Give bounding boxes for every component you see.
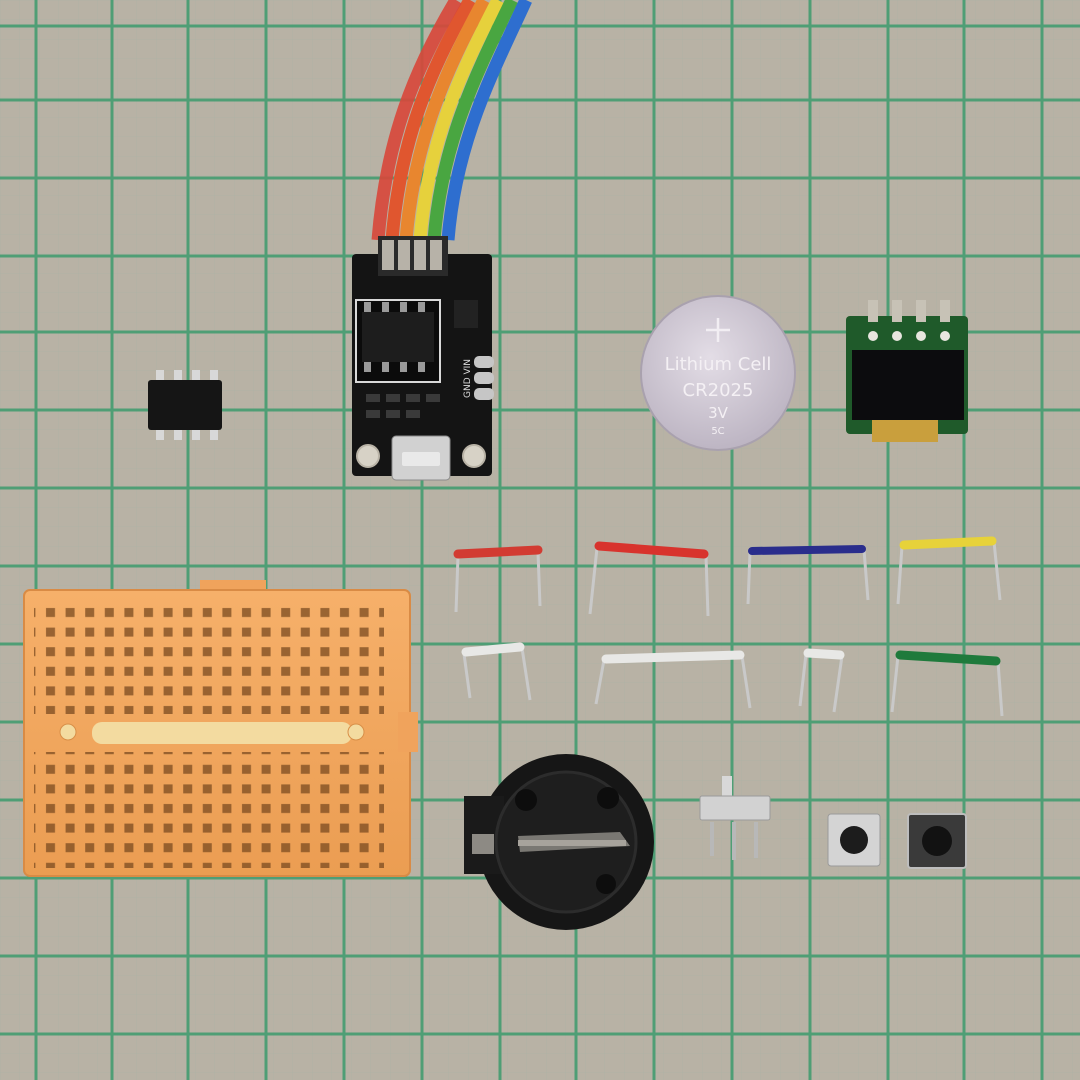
- jumper-wire-set: [453, 536, 1004, 717]
- jumper-wire-blue: [746, 545, 870, 605]
- jumper-wire-red-short: [453, 545, 543, 613]
- slide-switch: [699, 776, 771, 860]
- jumper-wire-yellow: [896, 536, 1002, 605]
- mini-breadboard: [23, 580, 418, 877]
- tactile-button-small: [827, 813, 881, 867]
- coin-cell-label-1: Lithium Cell: [665, 354, 772, 375]
- oled-display-module: [846, 300, 968, 442]
- jumper-wire-white-short: [461, 642, 532, 701]
- jumper-wire-green: [890, 650, 1004, 717]
- coin-cell-label-3: 3V: [708, 404, 729, 422]
- coin-cell-label-2: CR2025: [683, 380, 754, 401]
- coin-cell-label-4: 5C: [711, 426, 724, 437]
- jumper-wire-red-long: [588, 541, 710, 617]
- jumper-wire-white-long: [594, 650, 752, 709]
- dip8-chip: [148, 370, 222, 440]
- tactile-button-large: [907, 813, 967, 869]
- programmer-board: GND VIN: [352, 236, 494, 481]
- ribbon-cable: [371, 0, 532, 241]
- coin-cell-holder: [464, 754, 654, 930]
- pin-labels: GND VIN: [463, 359, 473, 398]
- jumper-wire-white-tiny: [798, 648, 845, 713]
- coin-cell-battery: Lithium Cell CR2025 3V 5C: [640, 295, 796, 451]
